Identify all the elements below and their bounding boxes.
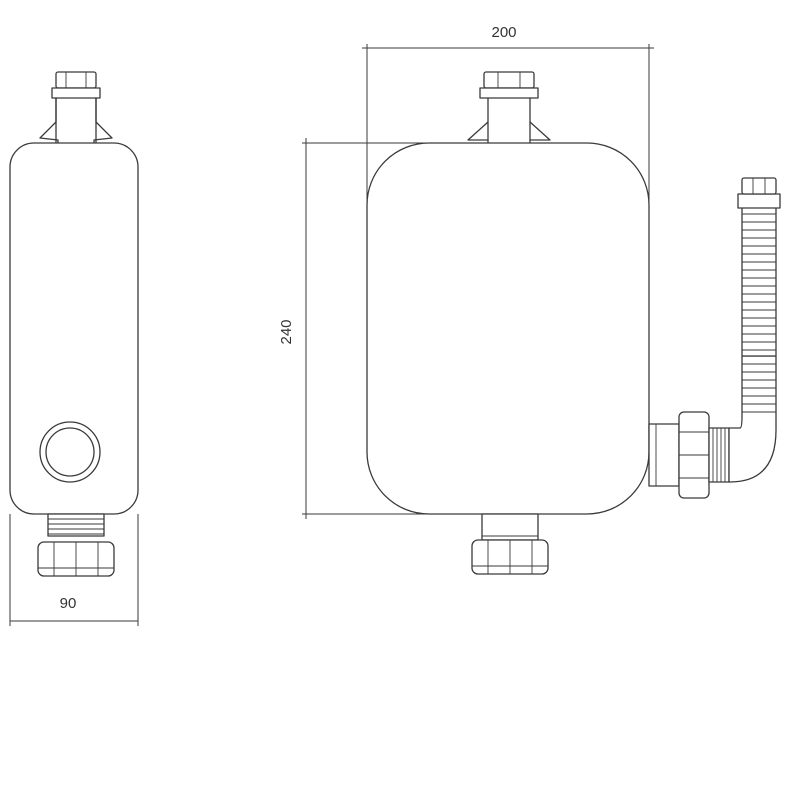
front-bottom-outlet: [471, 513, 549, 575]
width-label: 200: [491, 24, 516, 41]
front-body: [366, 142, 650, 515]
side-top-nut: [51, 71, 101, 99]
front-elbow: [728, 355, 777, 483]
side-top-pipe: [39, 97, 113, 145]
side-view: [9, 71, 139, 577]
depth-dimension: [9, 514, 139, 626]
front-top-pipe: [467, 97, 551, 145]
depth-label: 90: [60, 595, 77, 612]
side-bottom-nut: [37, 541, 115, 577]
width-dimension: [362, 44, 654, 214]
front-view: [366, 71, 781, 575]
side-bottom-thread: [47, 513, 105, 537]
front-side-connector: [648, 411, 730, 499]
height-dimension: [302, 138, 440, 519]
front-corrugated-hose: [741, 205, 777, 413]
front-top-nut: [479, 71, 539, 99]
height-label: 240: [278, 319, 295, 344]
front-hose-top-nut: [737, 177, 781, 209]
side-inlet-ring: [39, 421, 101, 483]
